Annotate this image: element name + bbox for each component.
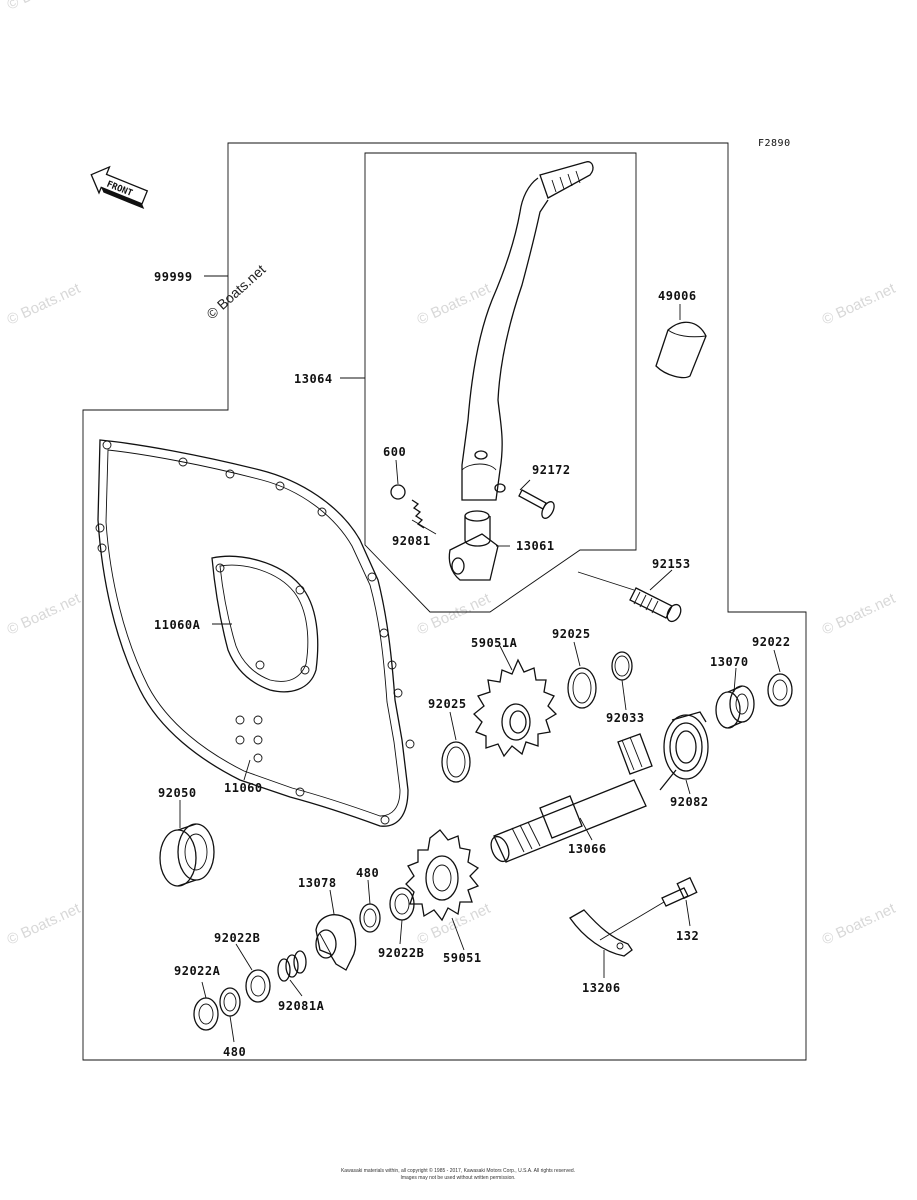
washer-92025-upper[interactable]	[567, 667, 597, 709]
watermark: © Boats.net	[5, 900, 84, 949]
part-label[interactable]: 92025	[428, 697, 467, 711]
washer-92025-lower[interactable]	[441, 741, 471, 783]
part-label[interactable]: 13066	[568, 842, 607, 856]
part-label[interactable]: 92022	[752, 635, 791, 649]
circlip-92033[interactable]	[611, 651, 633, 681]
shaft-13066[interactable]	[488, 733, 653, 864]
watermark: © Boats.net	[415, 590, 494, 639]
spring-92081A[interactable]	[277, 950, 307, 982]
watermark: © Boats.net	[415, 280, 494, 329]
part-label[interactable]: 92153	[652, 557, 691, 571]
bolt-92172[interactable]	[518, 489, 557, 520]
ball-600[interactable]	[390, 484, 406, 500]
guide-13206[interactable]	[569, 909, 633, 957]
part-label[interactable]: 132	[676, 929, 699, 943]
part-label[interactable]: 92022A	[174, 964, 221, 978]
bolt-92153[interactable]	[629, 587, 684, 624]
washer-92022A[interactable]	[193, 997, 219, 1031]
washer-480-lower[interactable]	[219, 987, 241, 1017]
diagram-code: F2890	[758, 138, 791, 149]
watermark-main: © Boats.net	[203, 261, 268, 322]
part-label[interactable]: 59051	[443, 951, 482, 965]
washer-480-upper[interactable]	[359, 903, 381, 933]
spring-92081[interactable]	[411, 499, 425, 529]
collar-13070[interactable]	[715, 685, 755, 729]
leader-lines	[179, 275, 781, 1043]
part-label[interactable]: 92022B	[378, 946, 424, 960]
watermark: © Boats.net	[5, 0, 84, 14]
part-label[interactable]: 11060	[224, 781, 263, 795]
watermark: © Boats.net	[5, 280, 84, 329]
part-label[interactable]: 92082	[670, 795, 709, 809]
part-label[interactable]: 13064	[294, 372, 333, 386]
gasket-11060A[interactable]	[211, 555, 319, 693]
part-label[interactable]: 13061	[516, 539, 555, 553]
part-label[interactable]: 600	[383, 445, 406, 459]
part-label[interactable]: 480	[356, 866, 379, 880]
watermark: © Boats.net	[820, 280, 899, 329]
copyright-line: Kawasaki materials within, all copyright…	[341, 1167, 575, 1174]
part-label[interactable]: 92022B	[214, 931, 260, 945]
oil-seal-92050[interactable]	[159, 823, 215, 887]
bolt-132[interactable]	[661, 876, 698, 907]
part-label[interactable]: 11060A	[154, 618, 201, 632]
part-labels: 99999 13064 49006 600 92172 92081 13061 …	[154, 270, 791, 1059]
part-label[interactable]: 92081	[392, 534, 431, 548]
front-arrow-icon: FRONT	[90, 165, 149, 210]
rubber-boot-49006[interactable]	[655, 321, 707, 379]
gear-59051A[interactable]	[473, 658, 558, 758]
gear-59051[interactable]	[405, 829, 480, 922]
kick-pedal-group-boundary	[364, 152, 637, 613]
part-label[interactable]: 59051A	[471, 636, 518, 650]
watermark: © Boats.net	[5, 590, 84, 639]
ratchet-13078[interactable]	[315, 914, 357, 971]
part-label[interactable]: 92050	[158, 786, 197, 800]
washer-92022[interactable]	[767, 673, 793, 707]
part-label[interactable]: 99999	[154, 270, 193, 284]
part-label[interactable]: 13078	[298, 876, 337, 890]
gasket-11060[interactable]	[95, 439, 415, 827]
spring-92082[interactable]	[659, 711, 709, 791]
part-label[interactable]: 92172	[532, 463, 571, 477]
washer-92022B-left[interactable]	[245, 969, 271, 1003]
assembly-boundary	[82, 142, 807, 1061]
part-label[interactable]: 92081A	[278, 999, 325, 1013]
part-label[interactable]: 13206	[582, 981, 621, 995]
part-label[interactable]: 480	[223, 1045, 246, 1059]
copyright-line-2: Images may not be used without written p…	[400, 1175, 515, 1181]
kick-pedal-13064[interactable]	[461, 161, 594, 501]
part-label[interactable]: 49006	[658, 289, 697, 303]
part-label[interactable]: 13070	[710, 655, 749, 669]
part-label[interactable]: 92025	[552, 627, 591, 641]
watermark: © Boats.net	[820, 900, 899, 949]
watermark: © Boats.net	[820, 590, 899, 639]
part-label[interactable]: 92033	[606, 711, 645, 725]
shaft-13061[interactable]	[448, 510, 499, 581]
